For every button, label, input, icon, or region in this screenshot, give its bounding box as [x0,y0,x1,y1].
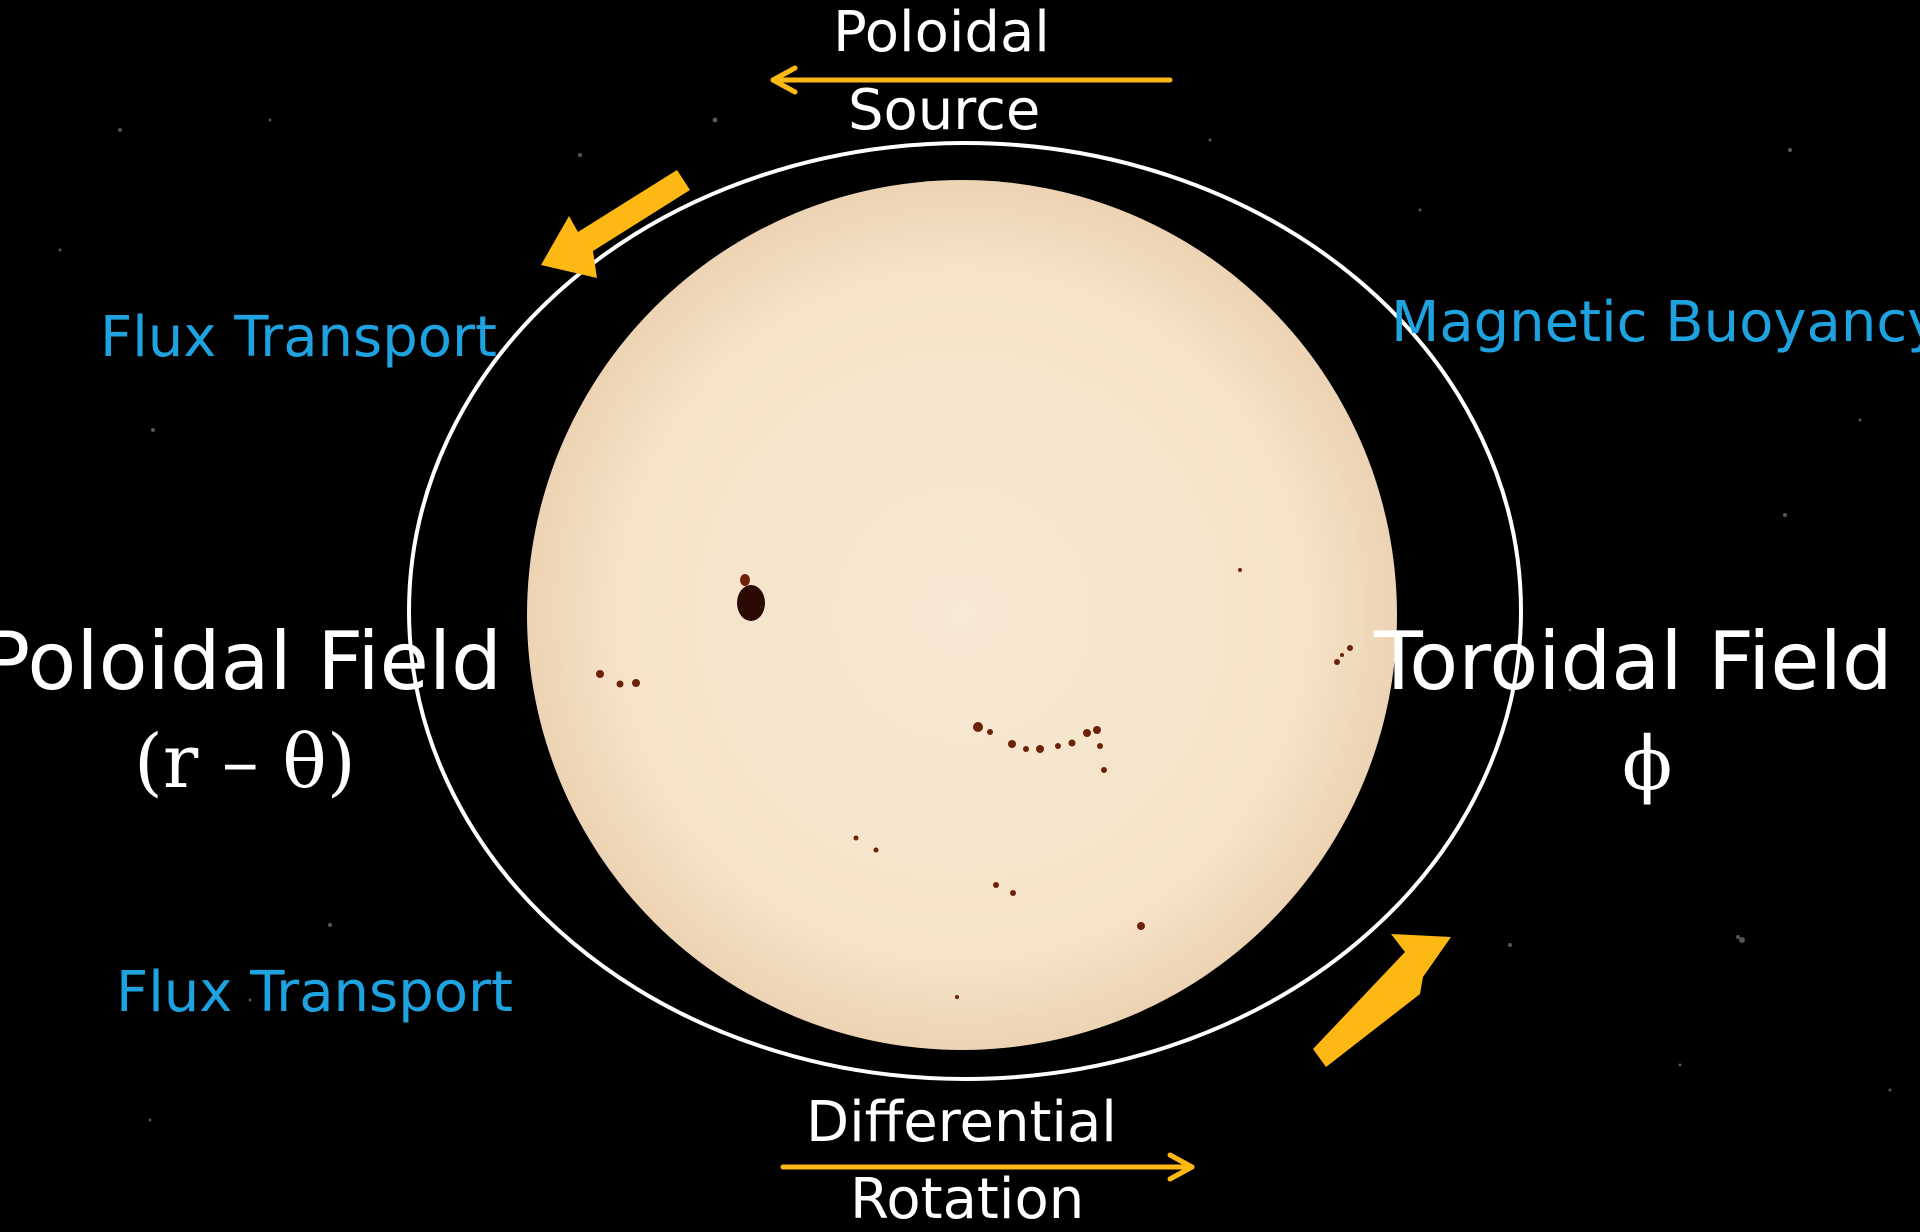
flux-transport-label-upper: Flux Transport [100,305,497,370]
poloidal-source-label-line1: Poloidal [833,0,1050,65]
toroidal-field-coord: ϕ [1622,721,1673,807]
poloidal-source-arrow [770,65,1173,95]
differential-rotation-label-line2: Rotation [850,1167,1085,1232]
differential-rotation-arrow [780,1152,1195,1182]
sun-disk-image [527,180,1397,1050]
magnetic-buoyancy-arrow-lower [1313,934,1451,1067]
flux-transport-arrow-upper [541,170,690,278]
flux-transport-label-lower: Flux Transport [116,960,513,1025]
poloidal-field-label: Poloidal Field [0,615,502,708]
poloidal-field-coords: (r – θ) [134,719,356,805]
starfield [58,117,1892,1122]
magnetic-buoyancy-label: Magnetic Buoyancy [1391,290,1920,355]
toroidal-field-label: Toroidal Field [1374,615,1893,708]
poloidal-source-label-line2: Source [848,78,1041,143]
sunspots [596,568,1353,999]
cycle-ellipse [407,141,1523,1081]
differential-rotation-label-line1: Differential [806,1090,1117,1155]
